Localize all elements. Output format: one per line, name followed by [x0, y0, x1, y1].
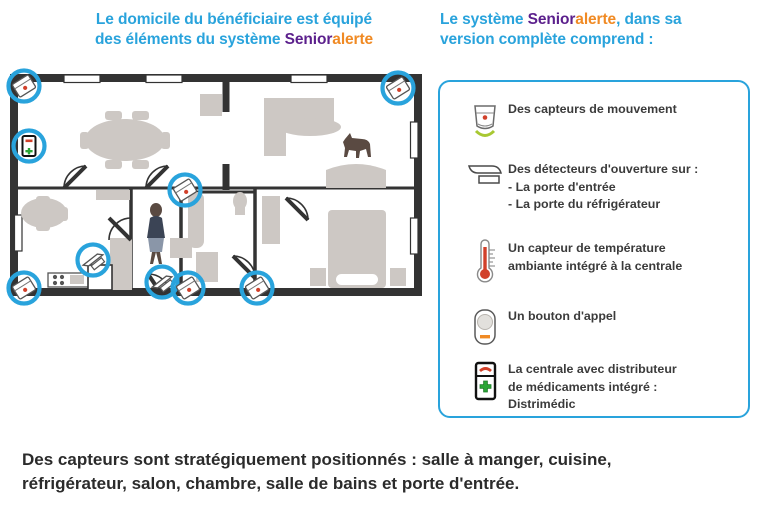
legend-item-central-unit: La centrale avec distributeur de médicam…	[462, 360, 677, 414]
thermometer-icon	[462, 239, 508, 283]
legend-item-opening-detector: Des détecteurs d'ouverture sur : - La po…	[462, 160, 698, 214]
heading-left: Le domicile du bénéficiaire est équipé d…	[38, 10, 430, 51]
legend-text-central-unit: La centrale avec distributeur de médicam…	[508, 360, 677, 414]
legend-text-motion-sensor: Des capteurs de mouvement	[508, 100, 677, 119]
heading-right-suffix: , dans sa	[616, 11, 682, 28]
heading-right-line2: version complète comprend :	[440, 31, 654, 49]
legend-line: - La porte du réfrigérateur	[508, 197, 661, 212]
legend-line: de médicaments intégré :	[508, 379, 658, 394]
floorplan-diagram	[0, 60, 432, 310]
call-button-icon	[462, 307, 508, 347]
legend-item-call-button: Un bouton d'appel	[462, 307, 616, 347]
legend-text-temperature-sensor: Un capteur de température ambiante intég…	[508, 239, 682, 275]
living-room-furniture	[200, 94, 386, 188]
motion-sensor-entry[interactable]	[173, 273, 204, 304]
windows	[13, 74, 419, 255]
motion-sensor-bathroom[interactable]	[242, 273, 273, 304]
brand-senior-right: Senior	[527, 11, 576, 28]
dining-table-group	[80, 111, 170, 169]
caption-line2: réfrigérateur, salon, chambre, salle de …	[22, 474, 520, 494]
brand-senior-left: Senior	[284, 31, 333, 49]
legend-line: Des capteurs de mouvement	[508, 102, 677, 116]
caption-line1: Des capteurs sont stratégiquement positi…	[22, 450, 612, 469]
motion-sensor-icon	[462, 100, 508, 140]
legend-line: Un capteur de température	[508, 241, 666, 255]
brand-alerte-left: alerte	[332, 31, 374, 49]
heading-left-line2-prefix: des éléments du système	[94, 31, 285, 49]
legend-line: Un bouton d'appel	[508, 309, 617, 323]
legend-line: ambiante intégré à la centrale	[508, 258, 683, 273]
legend-text-call-button: Un bouton d'appel	[508, 307, 616, 326]
legend-line: Des détecteurs d'ouverture sur :	[508, 162, 699, 176]
heading-right-prefix: Le système	[440, 11, 528, 28]
legend-line: Distrimédic	[508, 397, 576, 412]
dog-figure	[343, 133, 371, 158]
kitchen-furniture	[21, 190, 132, 290]
brand-alerte-right: alerte	[575, 11, 617, 28]
heading-right: Le système Senioralerte, dans sa version…	[440, 10, 750, 51]
opening-detector-icon	[462, 160, 508, 190]
central-unit-dining-wall[interactable]	[14, 131, 45, 162]
caption: Des capteurs sont stratégiquement positi…	[22, 448, 752, 496]
exterior-walls	[10, 74, 422, 296]
heading-left-line1: Le domicile du bénéficiaire est équipé	[95, 11, 373, 28]
legend-line: La centrale avec distributeur	[508, 362, 677, 376]
legend-panel: Des capteurs de mouvement Des détecteurs…	[438, 80, 750, 418]
legend-text-opening-detector: Des détecteurs d'ouverture sur : - La po…	[508, 160, 698, 214]
central-unit-icon	[462, 360, 508, 404]
motion-sensor-kitchen-corner[interactable]	[9, 273, 40, 304]
legend-line: - La porte d'entrée	[508, 179, 616, 194]
legend-item-motion-sensor: Des capteurs de mouvement	[462, 100, 677, 140]
legend-item-temperature-sensor: Un capteur de température ambiante intég…	[462, 239, 682, 283]
bedroom-furniture	[310, 210, 406, 288]
person-figure	[147, 203, 165, 264]
motion-sensor-hallway[interactable]	[170, 175, 201, 206]
